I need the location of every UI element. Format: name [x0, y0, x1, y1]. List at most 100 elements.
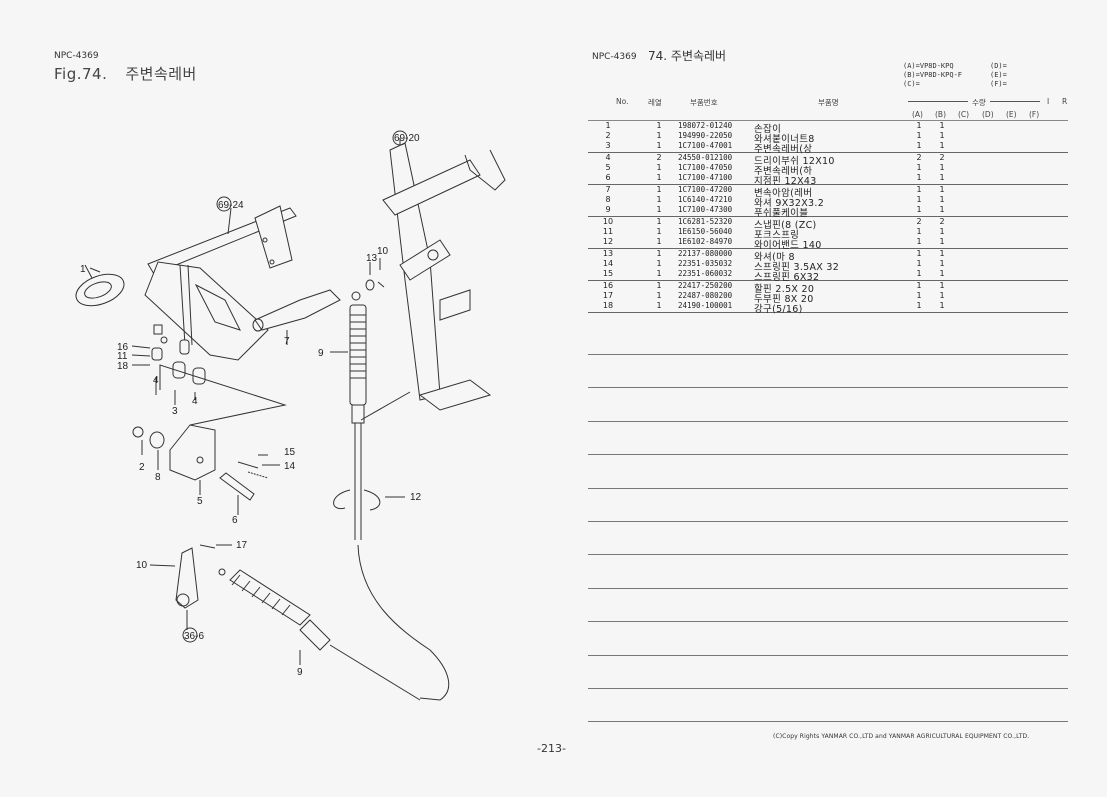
lower-lever-bracket [169, 424, 216, 481]
qty-a: 1 [916, 173, 922, 182]
part-name: 변속아암(레버 [754, 188, 813, 199]
part-name: 주변속레버(상 [754, 144, 813, 155]
part-name: 포크스프링 [754, 230, 800, 241]
ref-circle-36-6 [182, 627, 198, 643]
part-name: 두부핀 8X 20 [754, 294, 814, 305]
qty-b: 1 [939, 301, 945, 310]
column-number: 1 [656, 185, 662, 194]
blank-rule [588, 354, 1068, 355]
part-index: 18 [602, 301, 614, 310]
qty-a: 2 [916, 217, 922, 226]
group-divider [588, 248, 1068, 249]
part-name: 드리이부쉬 12X10 [754, 156, 835, 167]
callout-3: 3 [172, 406, 178, 417]
qty-a: 1 [916, 301, 922, 310]
callout-5: 5 [197, 496, 203, 507]
column-number: 1 [656, 269, 662, 278]
qty-a: 1 [916, 237, 922, 246]
callout-14: 14 [284, 461, 296, 472]
qty-b: 1 [939, 291, 945, 300]
part-name: 스냅핀(8 (ZC) [754, 220, 817, 231]
group-divider [588, 184, 1068, 185]
exploded-parts-diagram: 1 69-24 16 11 18 4 3 4 2 8 5 6 15 14 7 6… [75, 130, 506, 701]
callout-15: 15 [284, 447, 296, 458]
column-number: 1 [656, 205, 662, 214]
push-pull-cable-boot [349, 304, 367, 406]
shaft-bracket [254, 205, 293, 269]
part-index: 13 [602, 249, 614, 258]
part-name: 와이어밴드 140 [754, 240, 822, 251]
part-number: 22351-060032 [678, 269, 733, 278]
part-index: 10 [602, 217, 614, 226]
part-index: 5 [605, 163, 611, 172]
callout-4a: 4 [153, 375, 159, 386]
qty-a: 1 [916, 205, 922, 214]
part-number: 1C7100-47050 [678, 163, 733, 172]
qty-a: 1 [916, 185, 922, 194]
part-number: 194990-22050 [678, 131, 733, 140]
callout-12: 12 [410, 492, 422, 503]
column-number: 2 [656, 153, 662, 162]
qty-b: 1 [939, 259, 945, 268]
figure-heading: Fig.74.주변속레버 [54, 63, 197, 84]
part-index: 12 [602, 237, 614, 246]
part-number: 198072-01240 [678, 121, 733, 130]
column-number: 1 [656, 227, 662, 236]
part-index: 14 [602, 259, 614, 268]
figure-name: 주변속레버 [125, 65, 197, 83]
part-name: 와셔붙이너트8 [754, 134, 815, 145]
qty-a: 1 [916, 141, 922, 150]
header-qty-d: (D) [982, 110, 994, 119]
model-legend-right: (D)= (E)= (F)= [990, 62, 1007, 89]
qty-a: 1 [916, 195, 922, 204]
column-number: 1 [656, 259, 662, 268]
part-name: 손잡이 [754, 124, 782, 135]
callout-16: 16 [117, 342, 129, 353]
lower-arm [175, 547, 199, 609]
part-name: 강구(5/16) [754, 304, 803, 315]
part-name: 할핀 2.5X 20 [754, 284, 815, 295]
blank-rule [588, 488, 1068, 489]
part-number: 1C7100-47200 [678, 185, 733, 194]
qty-b: 1 [939, 205, 945, 214]
part-number: 22487-080200 [678, 291, 733, 300]
lower-cable-boot [229, 569, 311, 626]
callout-69-20: 69-20 [394, 133, 420, 144]
ref-circle-69-24 [216, 196, 232, 212]
header-qty-e: (E) [1006, 110, 1017, 119]
part-name: 와셔 9X32X3.2 [754, 198, 825, 209]
blank-rule [588, 688, 1068, 689]
header-qty: 수량 [972, 98, 986, 107]
qty-b: 2 [939, 217, 945, 226]
copyright-notice: (C)Copy Rights YANMAR CO.,LTD and YANMAR… [773, 733, 1030, 740]
group-divider [588, 312, 1068, 313]
qty-b: 1 [939, 237, 945, 246]
column-number: 1 [656, 121, 662, 130]
column-number: 1 [656, 217, 662, 226]
blank-rule [588, 421, 1068, 422]
column-number: 1 [656, 195, 662, 204]
part-index: 17 [602, 291, 614, 300]
callout-69-24: 69-24 [218, 200, 244, 211]
qty-b: 1 [939, 281, 945, 290]
qty-b: 1 [939, 163, 945, 172]
qty-b: 1 [939, 173, 945, 182]
part-index: 11 [602, 227, 614, 236]
part-name: 주변속레버(하 [754, 166, 813, 177]
column-number: 1 [656, 281, 662, 290]
column-number: 1 [656, 173, 662, 182]
callout-9b: 9 [297, 667, 303, 678]
qty-b: 1 [939, 269, 945, 278]
part-number: 22417-250200 [678, 281, 733, 290]
qty-b: 1 [939, 195, 945, 204]
part-index: 3 [605, 141, 611, 150]
qty-b: 1 [939, 121, 945, 130]
header-qty-f: (F) [1029, 110, 1040, 119]
